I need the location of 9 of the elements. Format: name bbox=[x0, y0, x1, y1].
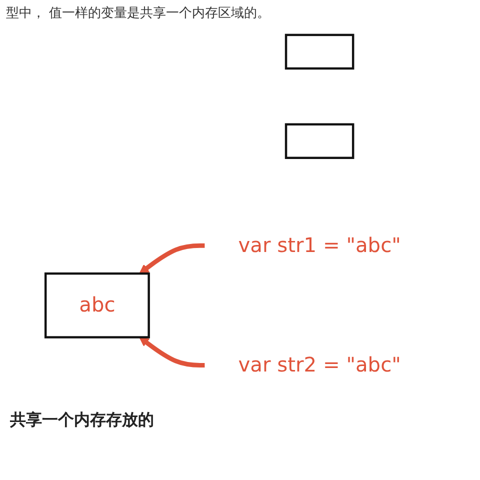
node-text: var str2 = "abc" bbox=[238, 353, 401, 377]
arrow bbox=[139, 336, 205, 368]
arrow bbox=[139, 243, 205, 274]
node-box: abc bbox=[44, 272, 150, 338]
node-text: var str1 = "abc" bbox=[238, 234, 401, 258]
node-box bbox=[284, 123, 354, 159]
heading-text: 型中， 值一样的变量是共享一个内存区域的。 bbox=[5, 5, 272, 23]
note-text: 共享一个内存存放的 bbox=[9, 409, 155, 431]
node-box bbox=[284, 34, 354, 70]
